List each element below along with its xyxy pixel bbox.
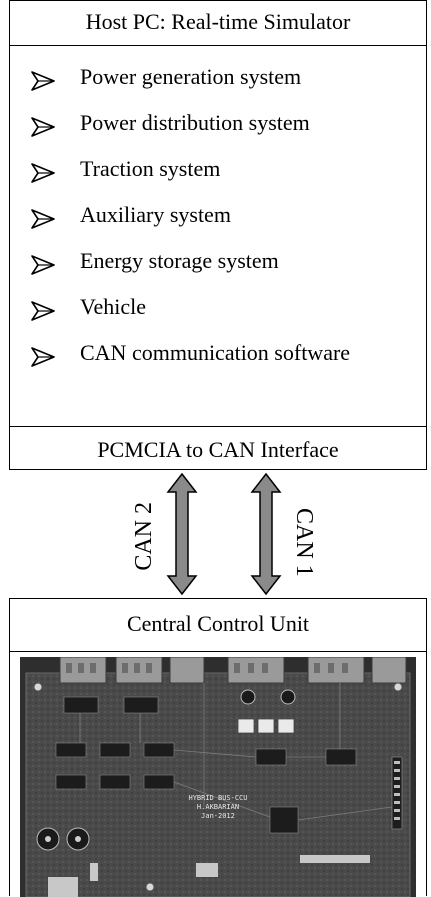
ccu-board-photo: HYBRID BUS-CCU H.AKBARIAN Jan-2012 [20, 657, 416, 897]
arrowhead-bullet-icon [31, 347, 55, 367]
subsystem-list-item: Traction system [10, 155, 426, 201]
can1-double-arrow-icon [250, 472, 282, 596]
can-bus-arrows [166, 472, 282, 596]
subsystem-list-item: Vehicle [10, 293, 426, 339]
arrowhead-bullet-icon [31, 117, 55, 137]
ccu-title: Central Control Unit [126, 611, 310, 636]
subsystem-list-item: Power generation system [10, 63, 426, 109]
arrowhead-bullet-icon [31, 163, 55, 183]
can2-double-arrow-icon [166, 472, 198, 596]
board-date-text: Jan-2012 [201, 812, 235, 820]
host-title-divider [10, 45, 426, 46]
subsystem-label: Vehicle [80, 294, 146, 319]
subsystem-label: Energy storage system [80, 248, 279, 273]
arrowhead-bullet-icon [31, 71, 55, 91]
subsystem-list-item: Power distribution system [10, 109, 426, 155]
host-pc-title: Host PC: Real-time Simulator [85, 9, 351, 34]
subsystem-list-item: Auxiliary system [10, 201, 426, 247]
subsystem-list-item: Energy storage system [10, 247, 426, 293]
interface-divider [10, 426, 426, 427]
subsystem-label: Auxiliary system [80, 202, 231, 227]
ccu-title-divider [10, 651, 426, 652]
interface-label: PCMCIA to CAN Interface [97, 437, 339, 462]
subsystem-label: CAN communication software [80, 340, 351, 365]
arrowhead-bullet-icon [31, 209, 55, 229]
subsystem-list-item: CAN communication software [10, 339, 426, 385]
host-pc-box: Host PC: Real-time Simulator Power gener… [9, 0, 427, 470]
arrowhead-bullet-icon [31, 301, 55, 321]
can2-label: CAN 2 [131, 502, 157, 571]
arrowhead-bullet-icon [31, 255, 55, 275]
board-name-text: HYBRID BUS-CCU [188, 794, 247, 802]
subsystem-label: Traction system [80, 156, 221, 181]
subsystem-label: Power distribution system [80, 110, 310, 135]
board-author-text: H.AKBARIAN [197, 803, 239, 811]
subsystem-label: Power generation system [80, 64, 302, 89]
central-control-unit-box: Central Control Unit [9, 598, 427, 897]
can1-label: CAN 1 [291, 508, 317, 577]
